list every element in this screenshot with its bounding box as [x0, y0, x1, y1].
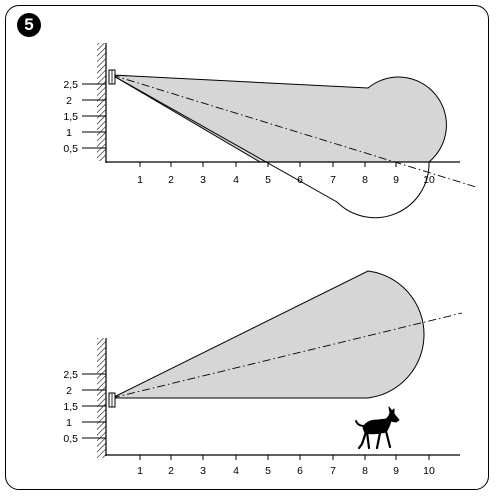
y-tick-label: 0,5	[63, 433, 78, 445]
x-tick-label: 6	[297, 465, 303, 477]
x-ticks	[139, 162, 430, 167]
y-tick-label: 1	[66, 417, 72, 429]
y-tick-label: 1	[66, 127, 72, 139]
y-ticks	[82, 373, 106, 439]
x-tick-label: 4	[233, 465, 239, 477]
x-tick-label: 6	[297, 174, 303, 186]
x-tick-label: 9	[393, 174, 399, 186]
x-tick-label: 9	[393, 465, 399, 477]
figure-number-badge: 5	[17, 13, 41, 37]
x-tick-label: 3	[200, 465, 206, 477]
x-tick-label: 2	[168, 465, 174, 477]
x-tick-label: 10	[423, 465, 435, 477]
x-tick-label: 8	[362, 174, 368, 186]
detection-lobe-outline	[111, 74, 430, 219]
sensor-icon	[108, 69, 116, 85]
detection-beam	[111, 74, 447, 163]
sensor-icon	[108, 392, 116, 408]
beam-axis-dashdot	[111, 74, 477, 188]
y-tick-label: 2,5	[63, 79, 78, 91]
y-tick-label: 1,5	[63, 401, 78, 413]
detection-lobe-below-ground	[260, 162, 430, 218]
y-tick-label: 2,5	[63, 369, 78, 381]
wall-hatch	[97, 43, 106, 161]
y-tick-label: 0,5	[63, 143, 78, 155]
x-tick-label: 3	[200, 174, 206, 186]
x-tick-label: 5	[265, 465, 271, 477]
x-tick-label: 7	[330, 465, 336, 477]
x-tick-label: 1	[137, 465, 143, 477]
x-tick-label: 5	[265, 174, 271, 186]
y-ticks	[82, 83, 106, 149]
y-tick-label: 2	[66, 385, 72, 397]
y-tick-label: 2	[66, 95, 72, 107]
x-ticks	[139, 455, 430, 460]
y-tick-label: 1,5	[63, 111, 78, 123]
x-tick-label: 4	[233, 174, 239, 186]
panel-bottom: 2,5 2 1,5 1 0,5 1 2 3 4 5 6 7 8 9 10	[63, 270, 463, 477]
x-tick-label: 8	[362, 465, 368, 477]
x-tick-label: 1	[137, 174, 143, 186]
beam-axis-dashdot	[111, 312, 463, 399]
x-tick-label: 10	[423, 174, 435, 186]
x-tick-label: 2	[168, 174, 174, 186]
panel-top: 2,5 2 1,5 1 0,5 1 2 3 4 5 6 7 8 9 10	[63, 43, 477, 219]
x-tick-label: 7	[330, 174, 336, 186]
dog-icon	[355, 406, 400, 450]
detection-beam	[111, 270, 425, 399]
wall-hatch	[97, 338, 106, 458]
